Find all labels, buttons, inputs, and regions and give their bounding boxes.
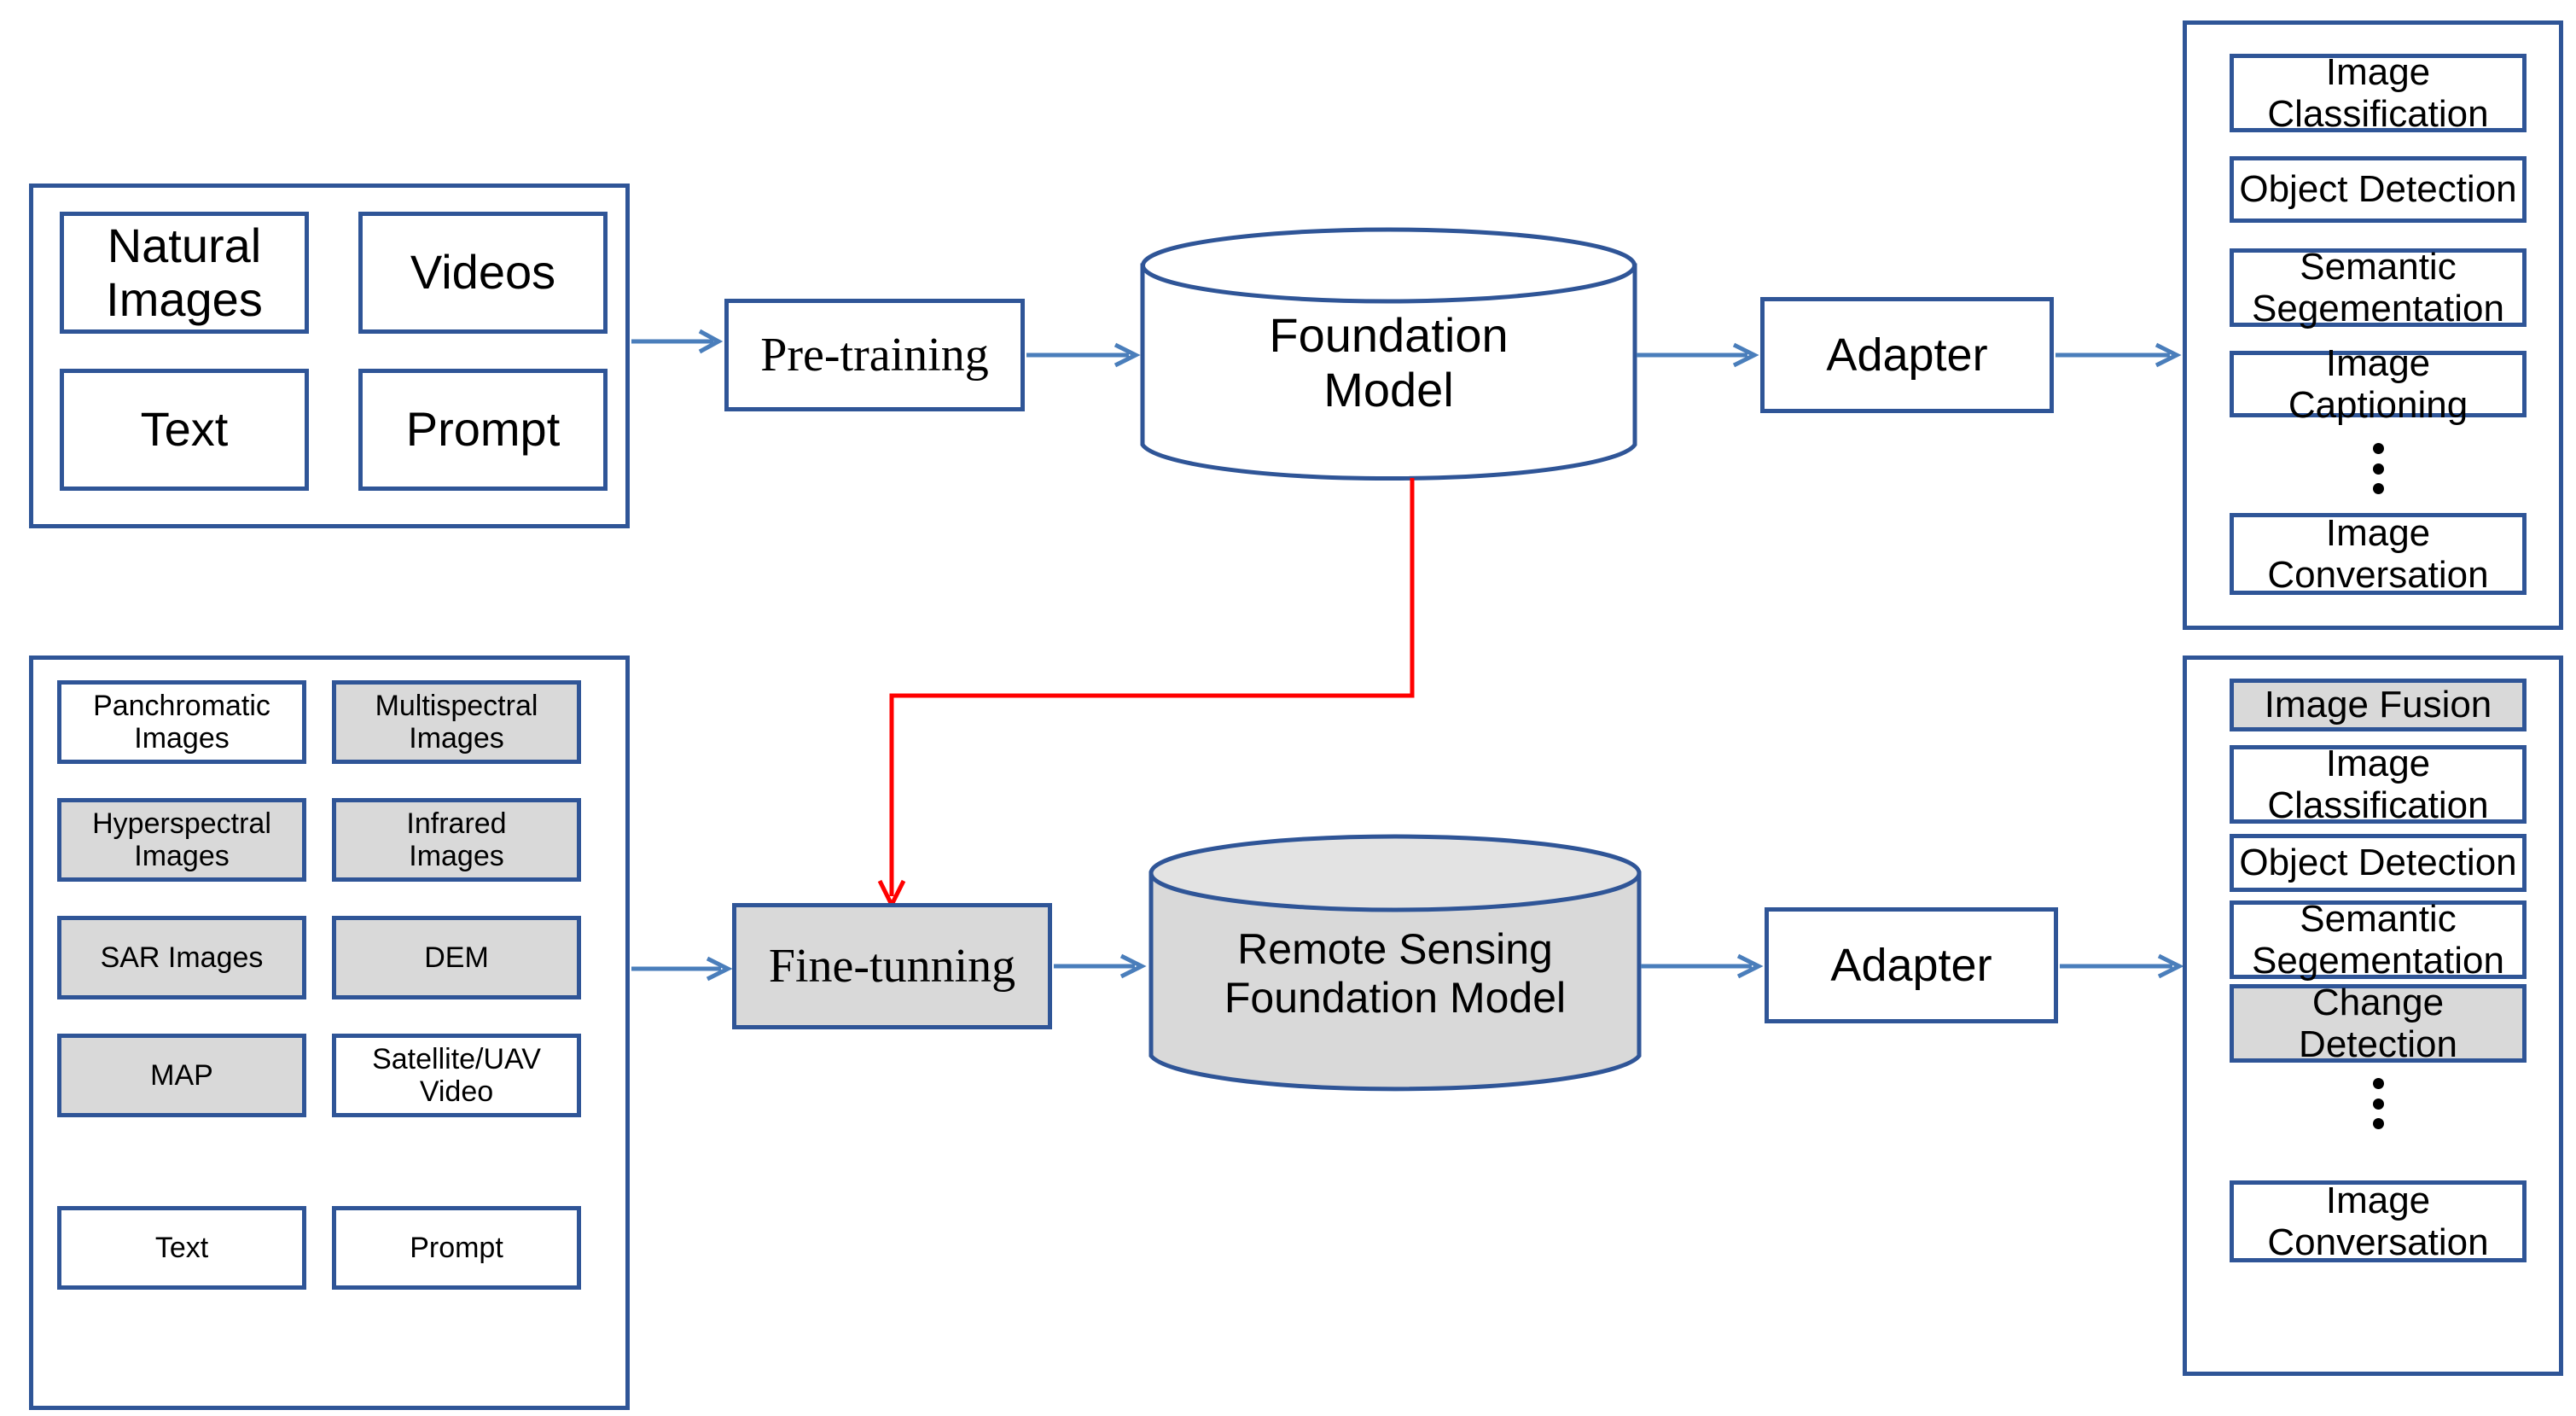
task-item-image-classification[interactable]: Image Classification [2230, 51, 2527, 135]
bottom-adapter-box[interactable]: Adapter [1765, 907, 2058, 1023]
top-tasks-panel: Image Classification Object Detection Se… [2183, 20, 2563, 630]
rs-input-item-multispectral-images[interactable]: Multispectral Images [332, 680, 581, 764]
rs-input-item-satellite-uav-video[interactable]: Satellite/UAV Video [332, 1034, 581, 1117]
task-item-image-conversation[interactable]: Image Conversation [2230, 512, 2527, 596]
arrow-foundation-model-to-adapter [1637, 342, 1760, 368]
arrow-adapter-to-tasks [2056, 342, 2183, 368]
rs-task-item-image-conversation[interactable]: Image Conversation [2230, 1180, 2527, 1263]
arrow-finetunning-to-rs-foundation-model [1054, 953, 1148, 979]
task-item-object-detection[interactable]: Object Detection [2230, 156, 2527, 223]
rs-input-item-dem[interactable]: DEM [332, 916, 581, 999]
rs-input-item-sar-images[interactable]: SAR Images [57, 916, 306, 999]
top-adapter-box[interactable]: Adapter [1760, 297, 2054, 413]
input-item-natural-images[interactable]: Natural Images [60, 212, 309, 334]
rs-tasks-ellipsis-icon [2230, 1078, 2527, 1129]
rs-task-item-image-fusion[interactable]: Image Fusion [2230, 679, 2527, 731]
fine-tunning-box[interactable]: Fine-tunning [732, 903, 1052, 1029]
input-item-text[interactable]: Text [60, 369, 309, 491]
rs-task-item-change-detection[interactable]: Change Detection [2230, 982, 2527, 1065]
pre-training-box[interactable]: Pre-training [724, 299, 1025, 411]
arrow-bottom-adapter-to-tasks [2060, 953, 2186, 979]
input-item-prompt[interactable]: Prompt [358, 369, 608, 491]
rs-input-item-map[interactable]: MAP [57, 1034, 306, 1117]
tasks-ellipsis-icon [2230, 443, 2527, 494]
rs-input-item-infrared-images[interactable]: Infrared Images [332, 798, 581, 882]
rs-input-item-prompt[interactable]: Prompt [332, 1206, 581, 1290]
arrow-pretraining-to-foundation-model [1026, 342, 1142, 368]
rs-task-item-image-classification[interactable]: Image Classification [2230, 743, 2527, 826]
foundation-model-cylinder[interactable]: Foundation Model [1139, 226, 1638, 484]
rs-input-item-text[interactable]: Text [57, 1206, 306, 1290]
arrow-rs-foundation-model-to-adapter [1641, 953, 1765, 979]
arrow-input-to-pretraining [631, 329, 725, 354]
arrow-rs-input-to-finetunning [631, 956, 734, 982]
rs-foundation-model-cylinder[interactable]: Remote Sensing Foundation Model [1148, 832, 1643, 1097]
rs-task-item-semantic-segmentation[interactable]: Semantic Segementation [2230, 898, 2527, 982]
rs-input-item-panchromatic-images[interactable]: Panchromatic Images [57, 680, 306, 764]
bottom-tasks-panel: Image Fusion Image Classification Object… [2183, 656, 2563, 1376]
input-item-videos[interactable]: Videos [358, 212, 608, 334]
top-input-panel: Natural Images Videos Text Prompt [29, 184, 630, 528]
task-item-semantic-segmentation[interactable]: Semantic Segementation [2230, 246, 2527, 329]
bottom-input-panel: Panchromatic Images Multispectral Images… [29, 656, 630, 1410]
rs-input-item-hyperspectral-images[interactable]: Hyperspectral Images [57, 798, 306, 882]
rs-task-item-object-detection[interactable]: Object Detection [2230, 834, 2527, 892]
task-item-image-captioning[interactable]: Image Captioning [2230, 342, 2527, 426]
